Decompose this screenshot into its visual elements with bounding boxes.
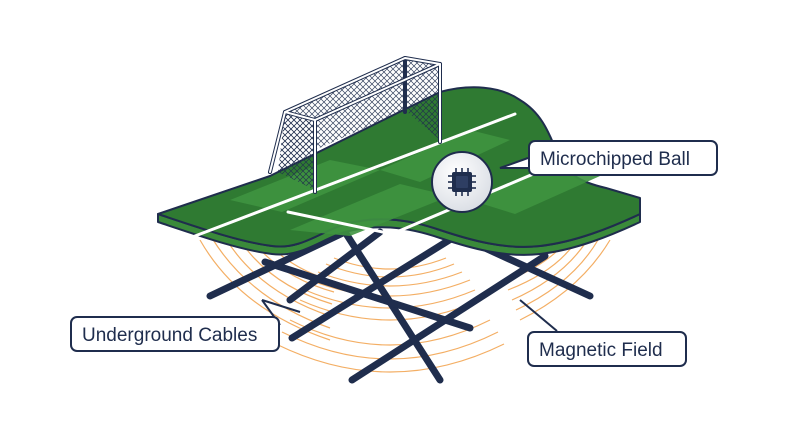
cable-2: [288, 220, 479, 342]
microchipped-ball: [431, 151, 493, 213]
underground-cables: [206, 220, 594, 384]
soccer-goal-icon: [268, 56, 442, 194]
cable-5: [261, 258, 474, 332]
turf-stripes: [230, 130, 600, 236]
cable-7: [286, 228, 384, 304]
microchip-icon: [448, 168, 476, 196]
callout-magnetic-field: Magnetic Field: [527, 331, 687, 367]
callout-underground-cables: Underground Cables: [70, 316, 280, 352]
callout-microchipped-ball: Microchipped Ball: [528, 140, 718, 176]
